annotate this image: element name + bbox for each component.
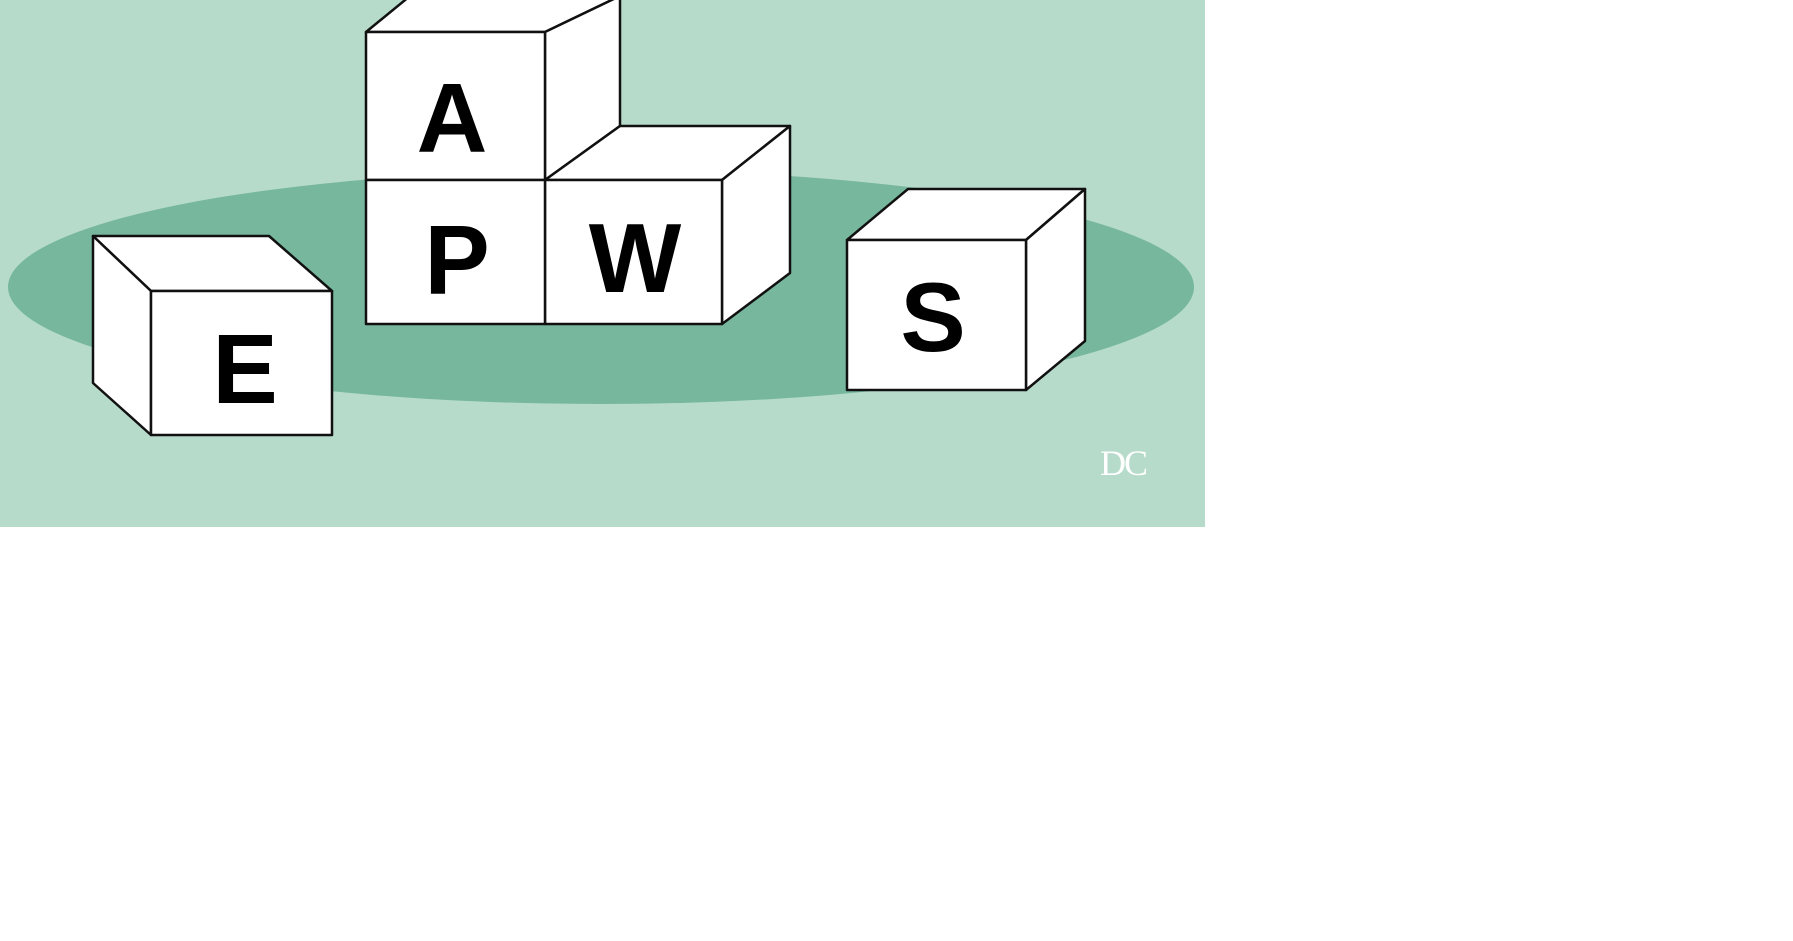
block-e-front-face [149,289,334,437]
block-e-letter: E [212,314,277,424]
block-s-front-face [845,238,1028,392]
block-p-front-face [364,178,547,326]
block-w-front-face [543,178,724,326]
logo-text: DC [1100,443,1147,483]
block-e: E [91,234,334,437]
block-p-letter: P [424,205,489,315]
block-a-letter: A [417,63,488,173]
block-s-letter: S [900,262,965,372]
block-a-front-face [364,30,547,182]
block-s: S [845,187,1087,392]
block-w-letter: W [589,203,682,313]
block-p: P [364,178,547,326]
block-a: A [364,0,622,182]
block-w: W [543,124,792,326]
publisher-logo: DC [1100,443,1149,483]
